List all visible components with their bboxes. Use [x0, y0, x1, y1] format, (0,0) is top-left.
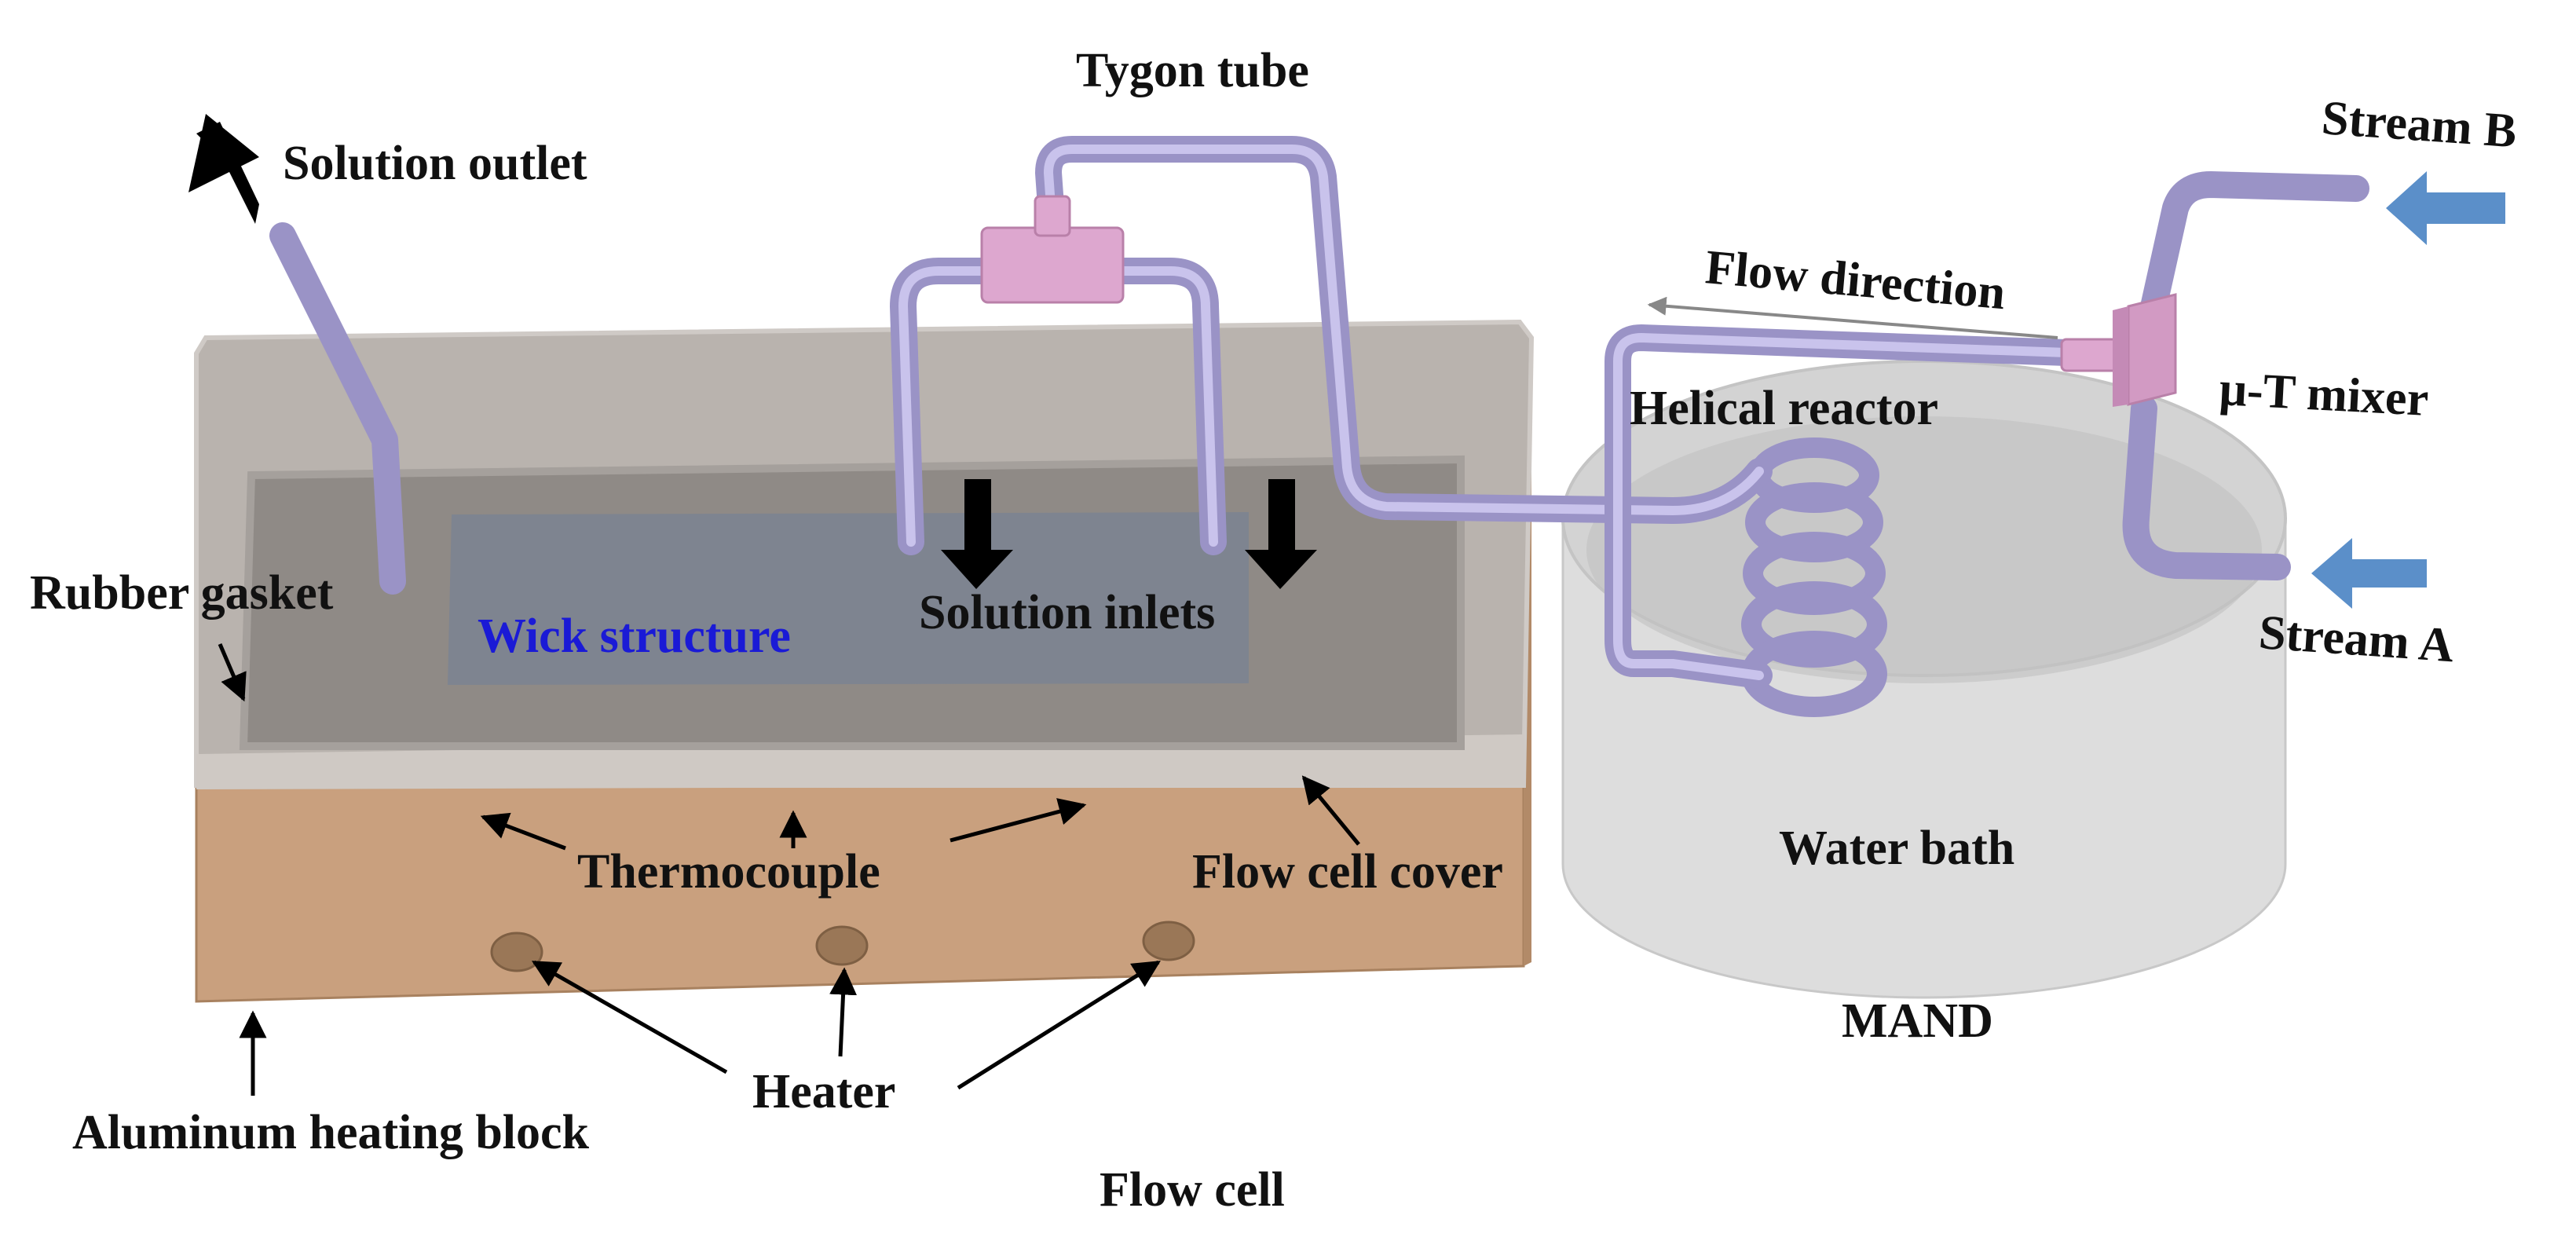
label-water-bath: Water bath: [1779, 822, 2014, 875]
inlet-arrow-1: [941, 479, 1013, 589]
label-flow-cell: Flow cell: [1100, 1163, 1285, 1217]
heater-hole-3: [1142, 921, 1195, 961]
label-solution-outlet: Solution outlet: [283, 137, 587, 190]
helical-reactor: [1741, 437, 1887, 717]
thermocouple-pointer-3: [950, 798, 1087, 843]
heater-pointer-2: [829, 967, 858, 1057]
stream-a-arrow: [2311, 538, 2427, 609]
stream-b-arrow: [2386, 171, 2505, 245]
label-wick-structure: Wick structure: [478, 610, 791, 663]
label-thermocouple: Thermocouple: [577, 845, 880, 899]
label-stream-b: Stream B: [2320, 91, 2519, 158]
label-flow-cell-cover: Flow cell cover: [1192, 845, 1503, 899]
reactor-to-mixer-tube-highlight: [1613, 333, 2094, 680]
label-helical-reactor: Helical reactor: [1630, 382, 1938, 435]
heater-pointer-3: [957, 960, 1161, 1090]
flow-cell-cover-pointer: [1301, 775, 1360, 846]
label-rubber-gasket: Rubber gasket: [30, 566, 334, 620]
heater-hole-1: [490, 932, 543, 972]
tee-connector: [980, 195, 1125, 304]
label-mand: MAND: [1842, 994, 1993, 1048]
outlet-tube: [269, 222, 406, 595]
mu-t-mixer-block: [2060, 293, 2177, 407]
inlet-arrow-2: [1245, 479, 1317, 589]
flow-direction-arrow: [1647, 296, 2058, 339]
label-aluminum-heating-block: Aluminum heating block: [72, 1106, 590, 1159]
label-stream-a: Stream A: [2257, 606, 2456, 672]
label-tygon-tube: Tygon tube: [1076, 44, 1309, 97]
stream-a-tube: [2122, 395, 2291, 580]
rubber-gasket-pointer: [218, 643, 247, 702]
water-bath: [1561, 360, 2287, 999]
label-mu-t-mixer: μ-T mixer: [2218, 362, 2430, 426]
label-heater: Heater: [752, 1065, 895, 1118]
thermocouple-pointer-1: [480, 812, 566, 851]
tygon-tube-highlight: [1044, 145, 1764, 515]
label-flow-direction: Flow direction: [1703, 240, 2007, 320]
heater-hole-2: [815, 925, 869, 966]
wick-structure: [448, 512, 1249, 685]
stream-b-tube: [2139, 171, 2369, 328]
label-solution-inlets: Solution inlets: [919, 586, 1215, 639]
outlet-arrow-head: [188, 114, 259, 192]
heater-pointer-1: [531, 960, 728, 1074]
